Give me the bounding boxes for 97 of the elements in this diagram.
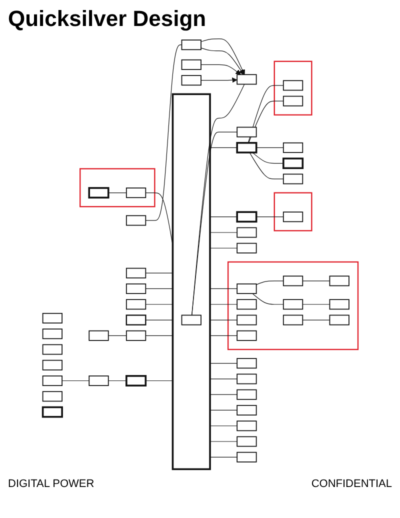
node-box	[42, 391, 62, 402]
connector	[108, 335, 126, 336]
page-label: CONFIDENTIAL	[311, 478, 392, 490]
node-box	[236, 436, 256, 447]
cluster	[227, 261, 358, 350]
connector	[144, 192, 173, 246]
node-box	[236, 211, 257, 223]
node-box	[282, 212, 303, 222]
node-box	[126, 188, 146, 198]
node-box	[236, 299, 256, 310]
node-box	[180, 75, 202, 86]
connector	[209, 232, 237, 233]
node-box	[282, 158, 304, 170]
arrow	[200, 77, 237, 83]
connector	[144, 380, 173, 382]
connector	[248, 100, 284, 144]
connector	[248, 152, 284, 180]
connector	[144, 304, 173, 305]
connector	[209, 378, 237, 380]
node-box	[236, 126, 256, 138]
node-box	[236, 358, 256, 369]
node-box	[236, 242, 256, 254]
node-box	[88, 376, 108, 386]
page-label: DIGITAL POWER	[8, 478, 94, 490]
connector	[144, 288, 173, 290]
connector	[191, 84, 244, 316]
node-box	[236, 374, 256, 384]
node-box	[236, 74, 256, 85]
connector	[209, 288, 237, 290]
connector	[302, 280, 330, 282]
arrow	[200, 38, 245, 75]
cluster	[273, 192, 312, 232]
connector	[256, 280, 284, 285]
connector	[252, 293, 284, 305]
node-box	[236, 227, 256, 238]
connector	[144, 272, 173, 274]
node-box	[180, 314, 202, 326]
node-box	[236, 142, 257, 154]
connector	[209, 456, 237, 458]
node-box	[88, 330, 108, 341]
connector	[209, 335, 237, 336]
node-box	[126, 268, 146, 278]
node-box	[236, 314, 256, 326]
arrow	[200, 64, 240, 75]
node-box	[42, 406, 63, 418]
cluster	[273, 60, 312, 116]
connector	[191, 132, 237, 316]
node-box	[42, 312, 62, 324]
connector	[144, 44, 182, 221]
cluster	[171, 93, 211, 470]
node-box	[236, 389, 256, 400]
node-box	[88, 187, 109, 199]
connector	[209, 410, 237, 411]
connector	[209, 441, 237, 442]
node-box	[236, 404, 256, 416]
node-box	[42, 360, 62, 370]
connector	[209, 394, 237, 395]
node-box	[328, 299, 349, 310]
node-box	[236, 330, 256, 341]
node-box	[282, 80, 303, 91]
node-box	[126, 215, 146, 226]
connector	[144, 335, 173, 336]
arrow	[200, 48, 244, 75]
node-box	[282, 174, 303, 184]
node-box	[126, 330, 146, 341]
connector	[209, 147, 237, 148]
node-box	[180, 40, 202, 50]
connector	[209, 304, 237, 305]
node-box	[236, 283, 256, 294]
node-box	[180, 59, 202, 70]
node-box	[42, 376, 62, 386]
connector	[247, 85, 284, 144]
node-box	[125, 375, 146, 386]
node-box	[126, 299, 146, 310]
connector	[209, 363, 237, 364]
node-box	[126, 283, 146, 294]
node-box	[328, 314, 349, 326]
connector	[302, 304, 330, 305]
connector	[256, 147, 284, 148]
diagram-title: Quicksilver Design	[8, 6, 208, 32]
node-box	[236, 452, 256, 462]
connector	[108, 192, 126, 194]
connector	[252, 152, 284, 164]
node-box	[282, 96, 303, 106]
connector	[209, 216, 237, 218]
node-box	[125, 314, 146, 326]
node-box	[282, 142, 303, 153]
node-box	[328, 276, 349, 286]
node-box	[282, 276, 303, 286]
node-box	[236, 420, 256, 432]
node-box	[282, 314, 303, 326]
node-box	[42, 344, 62, 355]
connector	[61, 380, 90, 382]
connector	[108, 380, 126, 382]
node-box	[42, 328, 62, 340]
node-box	[282, 299, 303, 310]
connector	[256, 216, 284, 218]
